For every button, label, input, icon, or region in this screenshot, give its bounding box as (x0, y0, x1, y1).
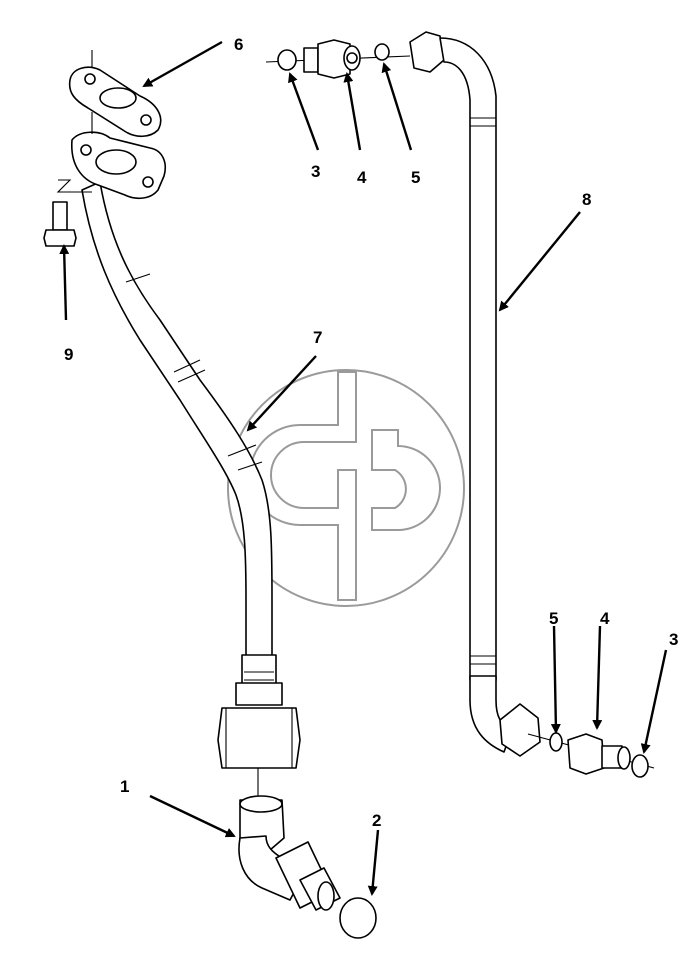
callout-9: 9 (64, 345, 73, 364)
oil-supply-tube (71, 131, 301, 769)
leader-arrows (59, 40, 668, 896)
callout-7: 7 (313, 328, 322, 347)
top-fittings (265, 39, 411, 79)
callout-3-bottom: 3 (669, 630, 678, 649)
bottom-fittings (527, 732, 655, 778)
callout-4-bottom: 4 (600, 609, 610, 628)
callout-8: 8 (582, 190, 591, 209)
oil-return-tube (409, 31, 541, 757)
watermark-logo (227, 369, 465, 607)
callout-5-bottom: 5 (549, 609, 558, 628)
gasket (68, 50, 162, 138)
callout-3-top: 3 (311, 162, 320, 181)
callout-4-top: 4 (357, 168, 367, 187)
callout-5-top: 5 (411, 168, 420, 187)
callout-1: 1 (120, 777, 129, 796)
callout-6: 6 (234, 35, 243, 54)
elbow-fitting (238, 768, 341, 911)
o-ring (339, 897, 377, 939)
bolt (43, 179, 92, 247)
callout-2: 2 (372, 811, 381, 830)
